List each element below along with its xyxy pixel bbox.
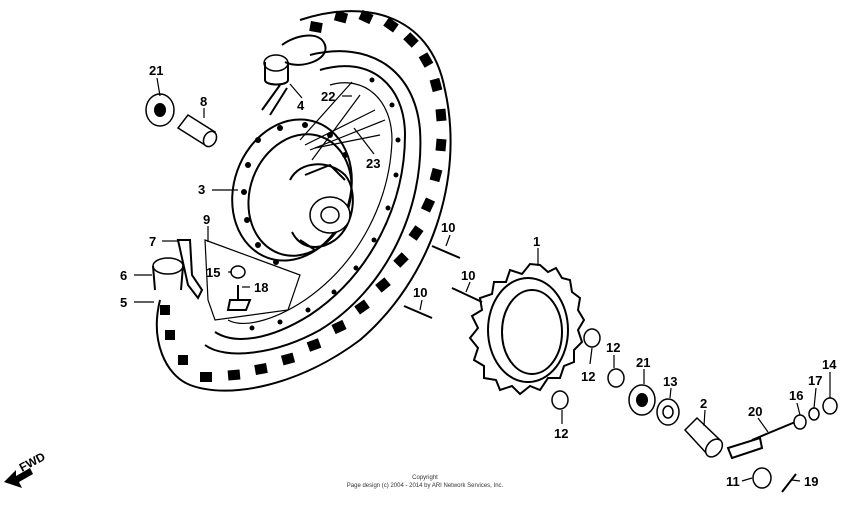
- callout-21-right: 21: [636, 355, 650, 370]
- callout-4: 4: [297, 98, 305, 113]
- chain-adjuster: [726, 419, 801, 460]
- callout-11: 11: [726, 474, 740, 489]
- chain-adjuster-plate: [176, 239, 204, 300]
- forward-direction-indicator: FWD: [4, 449, 48, 488]
- callout-7: 7: [149, 234, 156, 249]
- callout-23: 23: [366, 156, 380, 171]
- callout-20: 20: [748, 404, 762, 419]
- callout-22: 22: [321, 89, 335, 104]
- leader-lines: [134, 77, 831, 482]
- callout-6: 6: [120, 268, 127, 283]
- copyright-line-1: Copyright: [412, 475, 438, 481]
- callout-10-middle: 10: [461, 268, 475, 283]
- callout-17: 17: [808, 373, 822, 388]
- tire-outer: [155, 10, 452, 392]
- fwd-label: FWD: [17, 449, 48, 474]
- callout-18: 18: [254, 280, 268, 295]
- callout-15: 15: [206, 265, 220, 280]
- sprocket-studs: [403, 245, 483, 319]
- callout-14: 14: [822, 357, 837, 372]
- callout-13: 13: [663, 374, 677, 389]
- callout-21-upper: 21: [149, 63, 163, 78]
- right-side-collar: [683, 416, 724, 458]
- callout-1: 1: [533, 234, 540, 249]
- callout-10-top: 10: [441, 220, 455, 235]
- callout-12-upper-right: 12: [606, 340, 620, 355]
- callout-12-bottom: 12: [554, 426, 568, 441]
- driven-sprocket: [468, 262, 586, 396]
- bearing-upper-left: [145, 93, 175, 127]
- tire-inner: [204, 50, 422, 355]
- rim-outer: [214, 65, 407, 340]
- callout-3: 3: [198, 182, 205, 197]
- fwd-arrow-icon: [4, 468, 33, 488]
- callout-labels: 21 8 4 22 23 3 9 7 6 5 15 18 10 10 10 1 …: [120, 63, 837, 489]
- copyright-line-2: Page design (c) 2004 - 2014 by ARI Netwo…: [347, 483, 504, 489]
- callout-16: 16: [789, 388, 803, 403]
- axle-nut-and-pin: [752, 467, 797, 493]
- callout-10-bottom: 10: [413, 285, 427, 300]
- rim-lock-plate: [204, 239, 301, 321]
- spokes: [299, 81, 386, 161]
- callout-8: 8: [200, 94, 207, 109]
- callout-19: 19: [804, 474, 818, 489]
- callout-2: 2: [700, 396, 707, 411]
- copyright-notice: Copyright Page design (c) 2004 - 2014 by…: [347, 475, 504, 489]
- callout-9: 9: [203, 212, 210, 227]
- dust-seal: [656, 398, 680, 426]
- side-collar: [152, 257, 184, 291]
- tube-and-valve: [261, 34, 327, 116]
- bearing-right: [628, 384, 656, 416]
- rim-spoke-holes: [249, 77, 401, 331]
- rim-inner: [227, 82, 393, 324]
- hub: [231, 118, 354, 265]
- callout-5: 5: [120, 295, 127, 310]
- sprocket-nuts: [551, 328, 625, 410]
- tire-tread: [160, 9, 447, 382]
- rear-wheel-assembly: [155, 9, 452, 392]
- distance-collar: [176, 114, 218, 148]
- callout-12-middle: 12: [581, 369, 595, 384]
